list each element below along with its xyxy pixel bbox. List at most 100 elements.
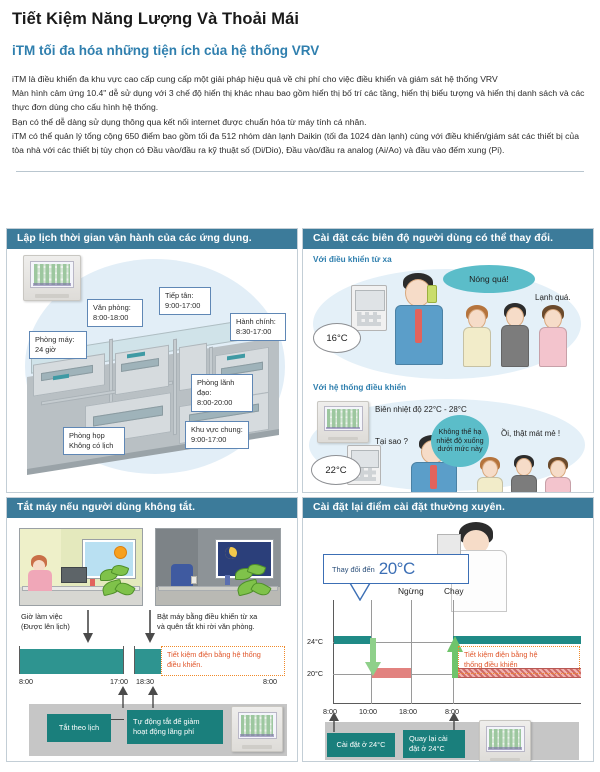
chair-icon bbox=[170, 563, 193, 586]
scene-daytime bbox=[19, 528, 143, 606]
itm-stand bbox=[242, 745, 272, 749]
sun-icon bbox=[114, 546, 128, 560]
tick-label-0: 8:00 bbox=[19, 677, 33, 686]
speech-bubble-limit: Không thể hạ nhiệt độ xuống dưới mức này bbox=[431, 415, 489, 467]
x-tick-0: 8:00 bbox=[323, 707, 337, 716]
person-employee-4 bbox=[475, 457, 505, 492]
connector-line bbox=[110, 719, 124, 720]
temp-callout-16: 16°C bbox=[313, 323, 361, 353]
page-title: Tiết Kiệm Năng Lượng Và Thoải Mái bbox=[12, 10, 300, 28]
head-icon bbox=[482, 460, 498, 478]
timeline-tick-1830 bbox=[134, 646, 135, 674]
arrow-up-set24-icon bbox=[329, 712, 339, 732]
intro-text: iTM là điều khiển đa khu vực cao cấp cun… bbox=[12, 72, 588, 157]
panel-ranges-header: Cài đặt các biên độ người dùng có thể th… bbox=[303, 229, 593, 249]
plant-icon bbox=[233, 561, 275, 605]
itm-screen bbox=[30, 260, 74, 289]
setpoint-change-callout: Thay đổi đến 20°C bbox=[323, 554, 469, 584]
band-setpoint-24-left bbox=[334, 636, 371, 644]
cup-icon bbox=[89, 579, 95, 587]
arrow-up-revert24-icon bbox=[449, 712, 459, 732]
plant-icon bbox=[98, 563, 138, 605]
itm-stand bbox=[490, 757, 520, 761]
y-tick-20c: 20°C bbox=[307, 669, 324, 678]
person-employee-3 bbox=[537, 305, 569, 367]
panel-setpoint-reset: Cài đặt lại điểm cài đặt thường xuyên. T… bbox=[302, 497, 594, 762]
person-employee-1 bbox=[461, 305, 493, 367]
arrow-down-right-icon bbox=[145, 610, 155, 643]
label-van-phong: Văn phòng: 8:00-18:00 bbox=[87, 299, 143, 327]
divider bbox=[16, 171, 584, 173]
label-khu-vuc-chung: Khu vực chung: 9:00-17:00 bbox=[185, 421, 249, 449]
panel-shutdown-body: Giờ làm việc (Được lên lịch) Bật máy bằn… bbox=[7, 518, 297, 759]
label-phong-lanh-dao: Phòng lãnh đạo: 8:00-20:00 bbox=[191, 374, 253, 412]
arrow-up-auto-icon bbox=[148, 686, 158, 708]
speech-bubble-hot: Nóng quá! bbox=[443, 265, 535, 293]
label-phong-may: Phòng máy: 24 giờ bbox=[29, 331, 87, 359]
callout-big-temp: 20°C bbox=[378, 559, 415, 578]
panel-setpoint-body: Thay đổi đến 20°C Ngừng Chạy bbox=[303, 518, 593, 761]
itm-controller-thumbnail-2 bbox=[317, 401, 369, 443]
x-tick-2: 18:00 bbox=[399, 707, 417, 716]
x-tick-3: 8:00 bbox=[445, 707, 459, 716]
desk bbox=[158, 586, 278, 592]
moon-icon bbox=[224, 547, 237, 560]
itm-screen bbox=[237, 711, 277, 740]
torso-icon bbox=[501, 325, 529, 367]
person-employee-2 bbox=[499, 303, 531, 367]
floorplan-wall-2 bbox=[173, 338, 177, 436]
label-phong-hop: Phòng họp Không có lịch bbox=[63, 427, 125, 455]
text-why: Tại sao ? bbox=[375, 437, 408, 446]
arrow-down-left-icon bbox=[83, 610, 93, 643]
label-tiep-tan: Tiếp tân: 9:00-17:00 bbox=[159, 287, 211, 315]
panel-grid: Lập lịch thời gian vận hành của các ứng … bbox=[6, 228, 594, 766]
tick-label-3: 8:00 bbox=[263, 677, 277, 686]
laptop-icon bbox=[61, 567, 88, 583]
torso-icon bbox=[545, 477, 571, 492]
label-run: Chạy bbox=[444, 586, 464, 596]
tag-revert-24c: Quay lại cài đặt ở 24°C bbox=[403, 730, 465, 758]
label-hanh-chinh: Hành chính: 8:30-17:00 bbox=[230, 313, 286, 341]
tag-auto-off: Tự động tắt để giảm hoạt động lãng phí bbox=[127, 710, 223, 744]
panel-schedule-header: Lập lịch thời gian vận hành của các ứng … bbox=[7, 229, 297, 249]
panel-user-ranges: Cài đặt các biên độ người dùng có thể th… bbox=[302, 228, 594, 493]
section-label-system: Với hệ thống điều khiển bbox=[313, 383, 407, 392]
savings-note-setpoint: Tiết kiệm điện bằng hệ thống điều khiển bbox=[458, 646, 580, 674]
itm-controller-thumbnail-3 bbox=[231, 706, 283, 752]
panel-shutdown-header: Tắt máy nếu người dùng không tắt. bbox=[7, 498, 297, 518]
panel-setpoint-header: Cài đặt lại điểm cài đặt thường xuyên. bbox=[303, 498, 593, 518]
head-icon bbox=[468, 309, 486, 329]
itm-screen bbox=[485, 725, 525, 752]
itm-controller-thumbnail-4 bbox=[479, 720, 531, 761]
tick-label-2: 18:30 bbox=[136, 677, 154, 686]
person-manager-1 bbox=[389, 273, 449, 365]
itm-controller-thumbnail bbox=[23, 255, 81, 301]
text-temp-range: Biên nhiệt độ 22°C - 28°C bbox=[375, 405, 467, 414]
person-employee-6 bbox=[543, 457, 573, 492]
y-tick-24c: 24°C bbox=[307, 637, 324, 646]
person-worker bbox=[27, 554, 53, 591]
itm-stand bbox=[328, 436, 358, 440]
page-subtitle: iTM tối đa hóa những tiện ích của hệ thố… bbox=[12, 43, 320, 58]
itm-screen bbox=[323, 406, 363, 432]
person-employee-5 bbox=[509, 455, 539, 492]
callout-small-text: Thay đổi đến bbox=[332, 564, 375, 574]
necktie-icon bbox=[415, 309, 422, 343]
tag-set-24c: Cài đặt ở 24°C bbox=[327, 733, 395, 757]
head-icon bbox=[516, 458, 532, 476]
arrow-up-schedule-icon bbox=[118, 686, 128, 708]
section-label-remote: Với điều khiển từ xa bbox=[313, 255, 392, 264]
head-icon bbox=[506, 307, 524, 327]
text-cold: Lạnh quá. bbox=[535, 293, 571, 302]
page-header: Tiết Kiệm Năng Lượng Và Thoải Mái iTM tố… bbox=[0, 0, 600, 173]
intro-paragraph-1: iTM là điều khiển đa khu vực cao cấp cun… bbox=[12, 74, 498, 84]
intro-paragraph-4: iTM có thể quản lý tổng cộng 650 điểm ba… bbox=[12, 130, 579, 155]
panel-schedule: Lập lịch thời gian vận hành của các ứng … bbox=[6, 228, 298, 493]
floorplan-illustration: Văn phòng: 8:00-18:00 Tiếp tân: 9:00-17:… bbox=[7, 249, 297, 490]
band-setpoint-24-right bbox=[453, 636, 581, 644]
gridline-1800 bbox=[411, 600, 412, 704]
itm-stand bbox=[35, 294, 69, 298]
bar-wasteful-operation bbox=[135, 649, 161, 674]
bar-scheduled-hours bbox=[20, 649, 123, 674]
tick-label-1: 17:00 bbox=[110, 677, 128, 686]
